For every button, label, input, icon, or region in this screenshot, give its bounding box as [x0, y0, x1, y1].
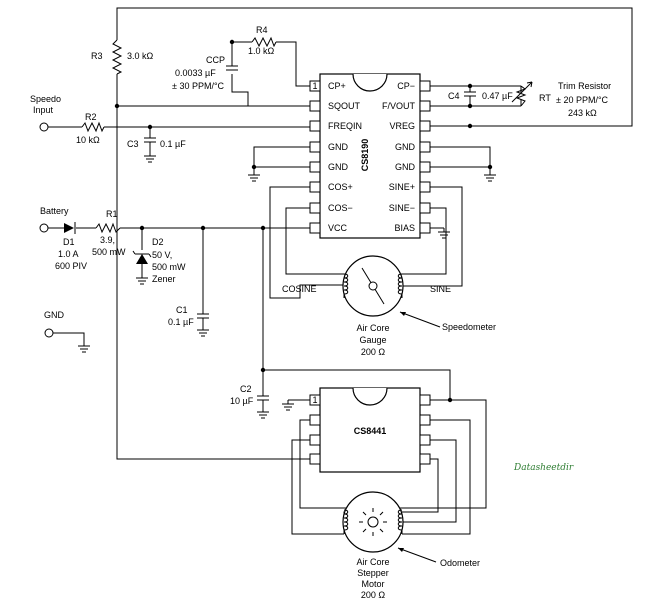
- cs8190-part-label: CS8190: [360, 139, 370, 172]
- ground-symbols: [78, 155, 496, 419]
- speedometer-line1: Air Core: [356, 323, 389, 333]
- c4-value: 0.47 µF: [482, 91, 513, 101]
- r4-resistor-symbol: [251, 36, 277, 48]
- odometer-line4: 200 Ω: [361, 590, 386, 600]
- cs8190-pin1-marker: 1: [312, 81, 317, 91]
- cs8190-pin-sqout: SQOUT: [328, 101, 361, 111]
- d2-line3: Zener: [152, 274, 176, 284]
- cs8441-pin1-marker: 1: [312, 395, 317, 405]
- battery-label: Battery: [40, 206, 69, 216]
- cs8190-pin-freqin: FREQIN: [328, 121, 362, 131]
- cs8190-chip: 1 CS8190 CP+ SQOUT FREQIN GND GND COS+ C…: [309, 73, 431, 239]
- r3-value: 3.0 kΩ: [127, 51, 154, 61]
- cs8190-pin-vreg: VREG: [389, 121, 415, 131]
- trim-resistor-symbol: [511, 81, 533, 107]
- cs8190-pin-cp-plus: CP+: [328, 81, 346, 91]
- cs8190-pin-cp-minus: CP−: [397, 81, 415, 91]
- cs8190-pin-gnd-a: GND: [328, 142, 349, 152]
- watermark-text: Datasheetdir: [513, 463, 574, 473]
- c3-ref: C3: [127, 139, 139, 149]
- c4-ref: C4: [448, 91, 460, 101]
- ccp-value: 0.0033 µF: [175, 68, 216, 78]
- ccp-tolerance: ± 30 PPM/°C: [172, 81, 225, 91]
- cs8190-pin-bias: BIAS: [394, 223, 415, 233]
- gnd-terminal: [44, 328, 54, 338]
- r1-resistor-symbol: [95, 222, 121, 234]
- cs8190-pin-fvout: F/VOUT: [382, 101, 416, 111]
- d2-line2: 500 mW: [152, 262, 186, 272]
- c3-capacitor-symbol: [144, 137, 156, 146]
- cs8190-pin-cos-minus: COS−: [328, 203, 353, 213]
- r1-value: 3.9,: [100, 235, 115, 245]
- speedo-input-line1: Speedo: [30, 94, 61, 104]
- sine-coil: [397, 273, 403, 298]
- cs8190-pin-sine-minus: SINE−: [389, 203, 415, 213]
- speedometer-line3: 200 Ω: [361, 347, 386, 357]
- speedo-input-terminal: [39, 122, 49, 132]
- ccp-ref: CCP: [206, 55, 225, 65]
- gnd-label: GND: [44, 310, 65, 320]
- odometer-line2: Stepper: [357, 568, 389, 578]
- cosine-coil: [343, 273, 349, 298]
- speedometer-line2: Gauge: [359, 335, 386, 345]
- cs8190-pin-gnd-b: GND: [328, 162, 349, 172]
- cs8190-pin-gnd-d: GND: [395, 162, 416, 172]
- odometer-right-coil: [397, 509, 403, 534]
- rt-tempco: ± 20 PPM/°C: [556, 95, 609, 105]
- cosine-label: COSINE: [282, 284, 317, 294]
- d2-ref: D2: [152, 237, 164, 247]
- sine-label: SINE: [430, 284, 451, 294]
- ccp-capacitor-symbol: [226, 65, 238, 71]
- rt-ref: RT: [539, 93, 551, 103]
- odometer-callout: Odometer: [440, 558, 480, 568]
- c1-ref: C1: [176, 305, 188, 315]
- d1-rating1: 1.0 A: [58, 249, 79, 259]
- c2-value: 10 µF: [230, 396, 254, 406]
- cs8190-pin-cos-plus: COS+: [328, 182, 353, 192]
- r4-value: 1.0 kΩ: [248, 46, 275, 56]
- d1-ref: D1: [63, 237, 75, 247]
- c2-ref: C2: [240, 384, 252, 394]
- c1-value: 0.1 µF: [168, 317, 194, 327]
- c4-capacitor-symbol: [464, 91, 476, 100]
- odometer-left-coil: [343, 509, 349, 534]
- speedometer-callout: Speedometer: [442, 322, 496, 332]
- speedometer-gauge: COSINE SINE Speedometer Air Core Gauge 2…: [282, 255, 496, 357]
- cs8441-part-label: CS8441: [354, 426, 387, 436]
- c1-capacitor-symbol: [197, 313, 209, 322]
- odometer-line1: Air Core: [356, 557, 389, 567]
- junction-dots: [114, 39, 493, 403]
- d1-rating2: 600 PIV: [55, 261, 87, 271]
- r2-ref: R2: [85, 112, 97, 122]
- r3-ref: R3: [91, 51, 103, 61]
- battery-terminal: [39, 223, 49, 233]
- d1-diode-symbol: [64, 222, 76, 234]
- r3-resistor-symbol: [111, 39, 123, 75]
- odometer-stepper: Odometer Air Core Stepper Motor 200 Ω: [342, 491, 480, 600]
- rt-value: 243 kΩ: [568, 108, 597, 118]
- cs8190-pin-vcc: VCC: [328, 223, 348, 233]
- r1-power: 500 mW: [92, 247, 126, 257]
- r4-ref: R4: [256, 25, 268, 35]
- d2-line1: 50 V,: [152, 250, 172, 260]
- d2-zener-diode-symbol: [132, 236, 152, 264]
- speedo-input-line2: Input: [33, 105, 54, 115]
- cs8190-pin-gnd-c: GND: [395, 142, 416, 152]
- c3-value: 0.1 µF: [160, 139, 186, 149]
- odometer-line3: Motor: [361, 579, 384, 589]
- r2-resistor-symbol: [81, 121, 105, 133]
- r1-ref: R1: [106, 209, 118, 219]
- r2-value: 10 kΩ: [76, 135, 100, 145]
- trim-resistor-title: Trim Resistor: [558, 81, 611, 91]
- cs8190-pin-sine-plus: SINE+: [389, 182, 415, 192]
- cs8441-chip: 1 CS8441: [309, 387, 431, 473]
- c2-capacitor-symbol: [257, 395, 269, 404]
